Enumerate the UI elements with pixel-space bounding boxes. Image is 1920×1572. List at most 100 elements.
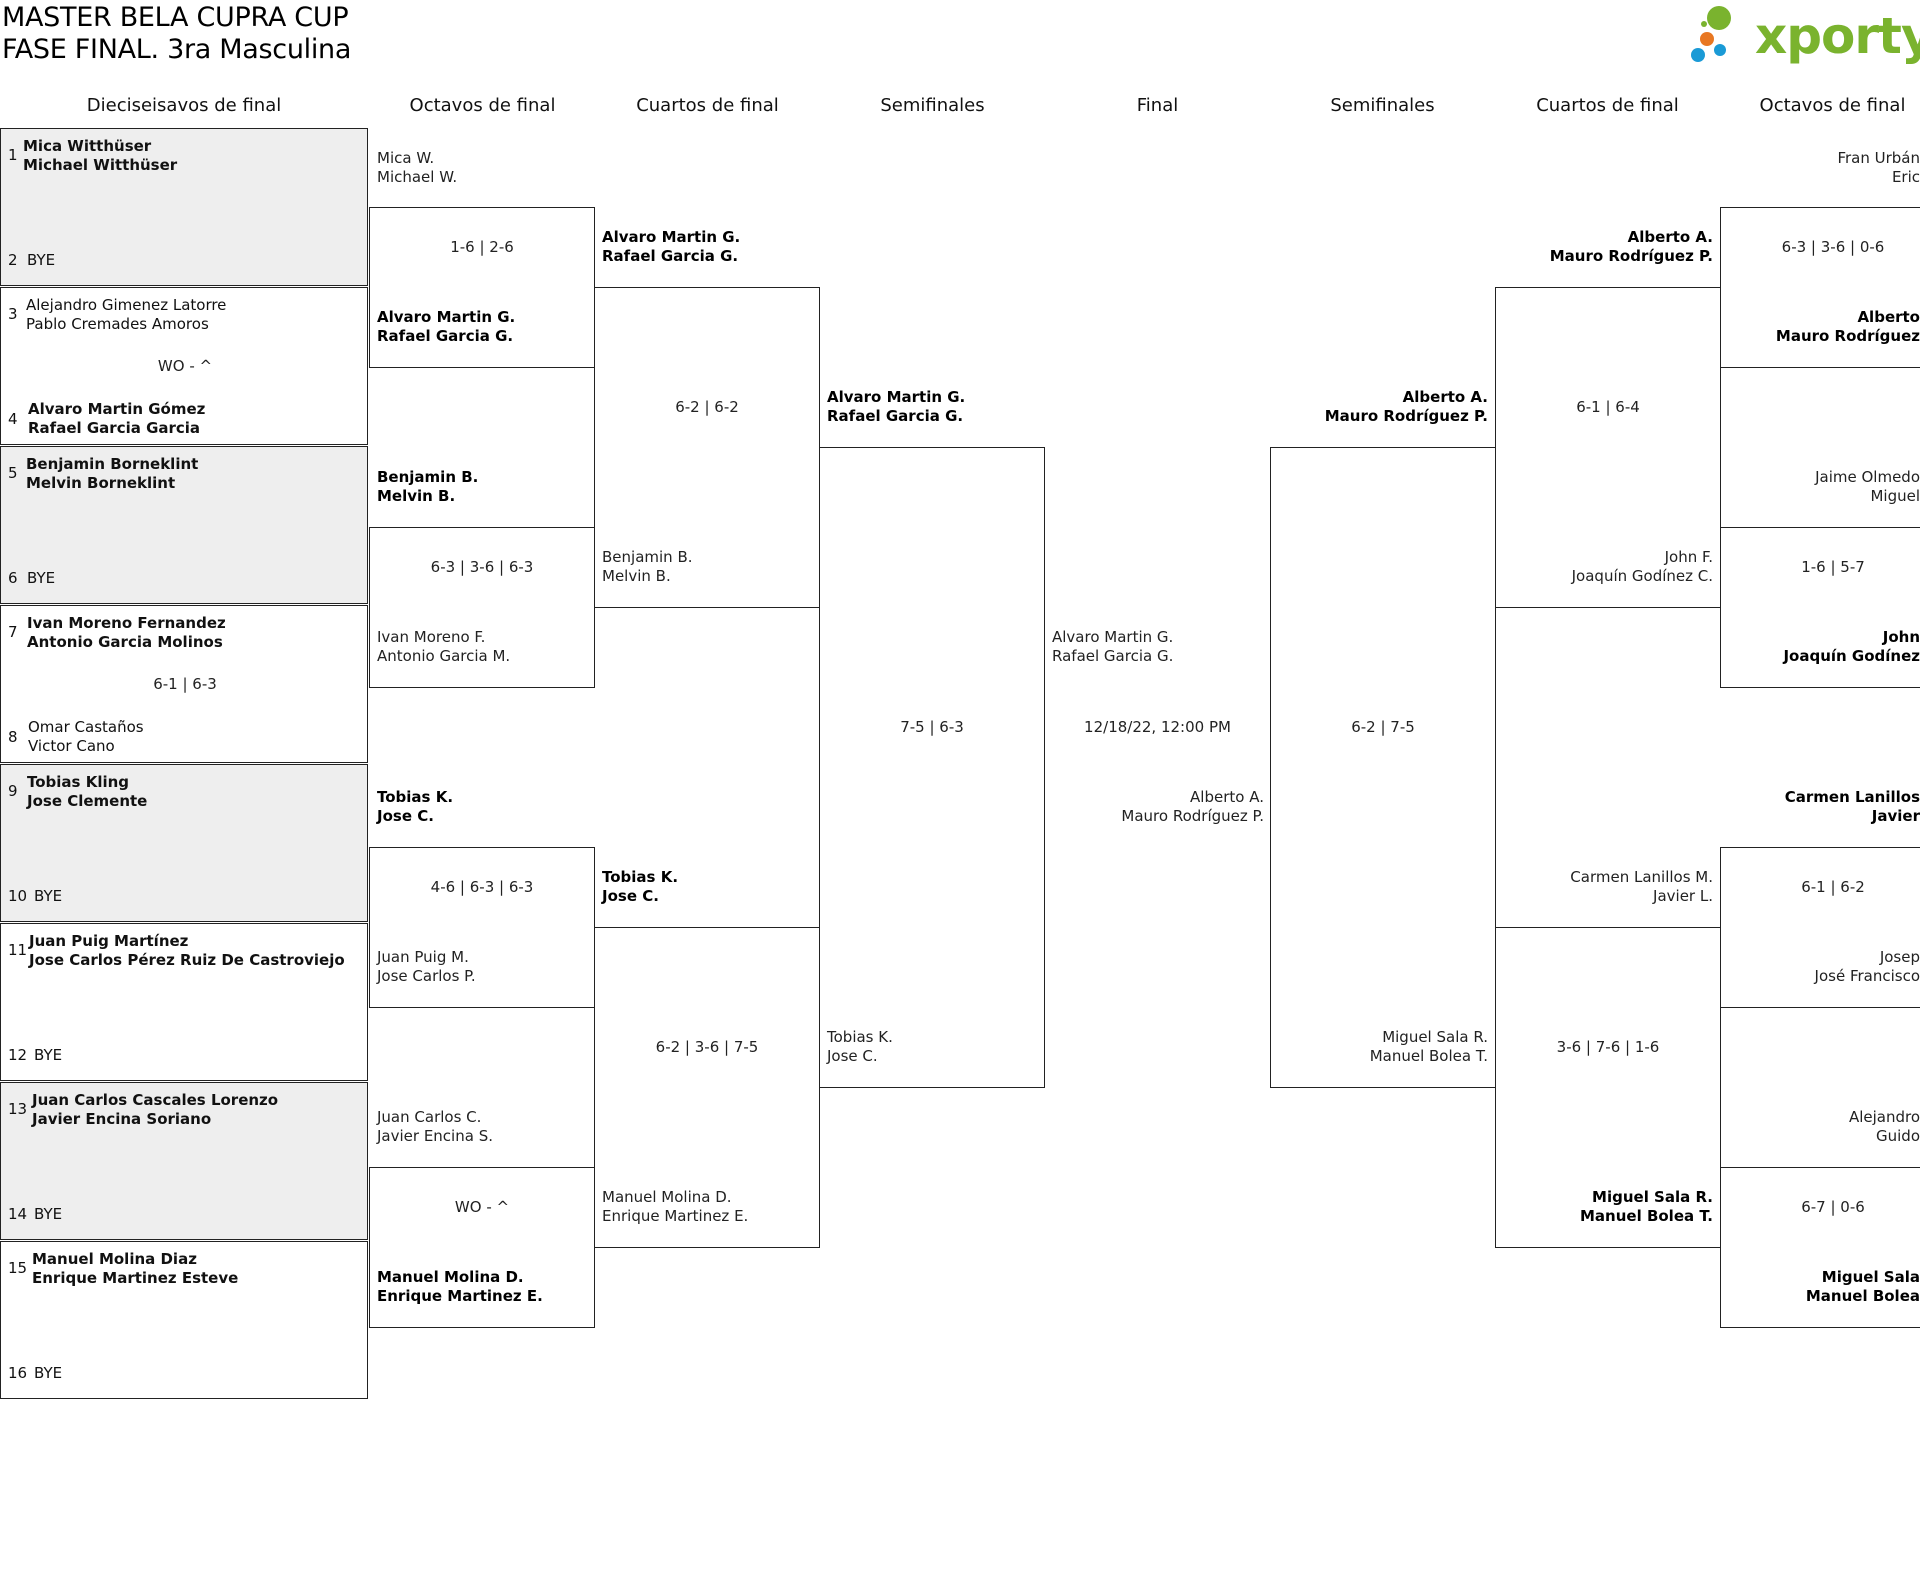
final-team-right: Alberto A. Mauro Rodríguez P. bbox=[1121, 788, 1264, 826]
seed-number: 9 bbox=[8, 782, 18, 800]
bye-label: BYE bbox=[27, 251, 56, 269]
team-player-2: Mauro Rodríguez P. bbox=[1121, 807, 1264, 825]
qf-left-team-c: Tobias K. Jose C. bbox=[602, 868, 678, 906]
team-player-1: Alberto A. bbox=[1402, 388, 1488, 406]
qf-left-team-d: Manuel Molina D. Enrique Martinez E. bbox=[602, 1188, 748, 1226]
final-datetime: 12/18/22, 12:00 PM bbox=[1084, 718, 1231, 736]
bye-label: BYE bbox=[27, 569, 56, 587]
team-player-1: Jaime Olmedo bbox=[1815, 468, 1920, 486]
logo-dot-small bbox=[1701, 21, 1707, 27]
team-player-2: Miguel bbox=[1870, 487, 1920, 505]
seed-number: 6 bbox=[8, 569, 18, 587]
team-player-2: Javier Encina S. bbox=[377, 1127, 493, 1145]
seed-number: 14 bbox=[8, 1205, 28, 1223]
team-player-2: Mauro Rodríguez P. bbox=[1324, 407, 1488, 425]
seed-number: 3 bbox=[8, 305, 18, 323]
seed-number: 4 bbox=[8, 410, 18, 428]
team-player-2: Melvin Borneklint bbox=[26, 474, 176, 492]
r1-match-8: 15 Manuel Molina Diaz Enrique Martinez E… bbox=[0, 1241, 368, 1399]
column-header-final: Final bbox=[1136, 95, 1179, 116]
r2-left-score-a: 1-6 | 2-6 bbox=[450, 238, 514, 256]
team-player-1: Tobias K. bbox=[827, 1028, 893, 1046]
team-player-2: Manuel Bolea T. bbox=[1580, 1207, 1713, 1225]
xporty-logo-mark bbox=[1691, 6, 1731, 62]
team-player-1: Tobias K. bbox=[602, 868, 679, 886]
r2-right-score-g: 6-7 | 0-6 bbox=[1801, 1198, 1865, 1216]
r2-right-score-c: 1-6 | 5-7 bbox=[1801, 558, 1865, 576]
team-player-1: Benjamin B. bbox=[377, 468, 479, 486]
team-player-2: Joaquín Godínez C. bbox=[1571, 567, 1713, 585]
xporty-logo: xporty bbox=[1690, 4, 1920, 70]
sf-left-team-a: Alvaro Martin G. Rafael Garcia G. bbox=[827, 388, 965, 426]
r2-right-team-a: Fran Urbán Eric bbox=[1837, 149, 1920, 187]
team-player-2: Eric bbox=[1891, 168, 1920, 186]
final-team-left: Alvaro Martin G. Rafael Garcia G. bbox=[1052, 628, 1173, 666]
team-player-2: Michael W. bbox=[377, 168, 458, 186]
qf-right-connector-1 bbox=[1495, 287, 1721, 608]
team-player-2: Manuel Bolea T. bbox=[1369, 1047, 1488, 1065]
team-player-1: Juan Puig Martínez bbox=[29, 932, 189, 950]
qf-right-score-a: 6-1 | 6-4 bbox=[1576, 398, 1640, 416]
sf-right-score: 6-2 | 7-5 bbox=[1351, 718, 1415, 736]
qf-left-team-b: Benjamin B. Melvin B. bbox=[602, 548, 693, 586]
bye-label: BYE bbox=[34, 1364, 63, 1382]
qf-left-score-c: 6-2 | 3-6 | 7-5 bbox=[655, 1038, 759, 1056]
team-player-2: Jose Carlos P. bbox=[377, 967, 476, 985]
r2-left-score-c: 6-3 | 3-6 | 6-3 bbox=[430, 558, 534, 576]
team-player-2: Jose Clemente bbox=[27, 792, 148, 810]
qf-right-team-a: Alberto A. Mauro Rodríguez P. bbox=[1550, 228, 1713, 266]
seed-number: 10 bbox=[8, 887, 28, 905]
r2-left-team-d: Ivan Moreno F. Antonio Garcia M. bbox=[377, 628, 510, 666]
team-player-2: Jose C. bbox=[602, 887, 659, 905]
team-player-2: Mauro Rodríguez P. bbox=[1549, 247, 1713, 265]
team-player-1: Benjamin Borneklint bbox=[26, 455, 199, 473]
team-player-2: Rafael Garcia G. bbox=[1052, 647, 1174, 665]
team-player-1: Miguel Sala R. bbox=[1382, 1028, 1488, 1046]
team-player-2: Antonio Garcia Molinos bbox=[27, 633, 223, 651]
team-player-1: Alejandro Gimenez Latorre bbox=[26, 296, 227, 314]
team-player-2: Javier bbox=[1871, 807, 1920, 825]
team-player-2: Javier Encina Soriano bbox=[32, 1110, 212, 1128]
bye-label: BYE bbox=[34, 1205, 63, 1223]
team-player-1: Manuel Molina D. bbox=[602, 1188, 732, 1206]
column-header-r2-right: Octavos de final bbox=[1759, 95, 1906, 116]
seed-number: 2 bbox=[8, 251, 18, 269]
seed-number: 16 bbox=[8, 1364, 28, 1382]
team-player-2: Rafael Garcia G. bbox=[602, 247, 739, 265]
r2-right-team-c: Jaime Olmedo Miguel bbox=[1815, 468, 1920, 506]
team-player-1: Carmen Lanillos bbox=[1784, 788, 1920, 806]
team-player-2: Enrique Martinez Esteve bbox=[32, 1269, 239, 1287]
team-player-2: Michael Witthüser bbox=[23, 156, 178, 174]
team-player-1: Alberto bbox=[1857, 308, 1920, 326]
bye-label: BYE bbox=[34, 1046, 63, 1064]
r2-left-team-e: Tobias K. Jose C. bbox=[377, 788, 453, 826]
r2-left-team-a: Mica W. Michael W. bbox=[377, 149, 457, 187]
seed-number: 13 bbox=[8, 1100, 28, 1118]
qf-left-score-a: 6-2 | 6-2 bbox=[675, 398, 739, 416]
r1-match-1: 1 Mica Witthüser Michael Witthüser 2 BYE bbox=[0, 128, 368, 286]
r2-right-connector-3 bbox=[1720, 847, 1920, 1008]
team-player-1: Miguel Sala R. bbox=[1592, 1188, 1713, 1206]
team-player-1: Alvaro Martin G. bbox=[1052, 628, 1174, 646]
team-player-1: Fran Urbán bbox=[1837, 149, 1920, 167]
r2-left-team-g: Juan Carlos C. Javier Encina S. bbox=[377, 1108, 493, 1146]
column-header-qf-right: Cuartos de final bbox=[1536, 95, 1679, 116]
r1-match-4: 7 Ivan Moreno Fernandez Antonio Garcia M… bbox=[0, 605, 368, 763]
column-header-r2-left: Octavos de final bbox=[409, 95, 556, 116]
qf-right-team-d: Miguel Sala R. Manuel Bolea T. bbox=[1580, 1188, 1713, 1226]
r2-left-score-g: WO - ^ bbox=[454, 1198, 510, 1216]
team-player-1: Mica Witthüser bbox=[23, 137, 152, 155]
team-player-2: Pablo Cremades Amoros bbox=[26, 315, 209, 333]
page-subtitle: FASE FINAL. 3ra Masculina bbox=[2, 34, 352, 65]
seed-number: 11 bbox=[8, 941, 28, 959]
bye-label: BYE bbox=[34, 887, 63, 905]
team-player-1: Juan Carlos C. bbox=[377, 1108, 482, 1126]
column-header-qf-left: Cuartos de final bbox=[636, 95, 779, 116]
r2-right-team-f: Josep José Francisco bbox=[1815, 948, 1920, 986]
team-player-1: Alejandro bbox=[1848, 1108, 1920, 1126]
r1-match-3: 5 Benjamin Borneklint Melvin Borneklint … bbox=[0, 446, 368, 604]
qf-right-score-c: 3-6 | 7-6 | 1-6 bbox=[1556, 1038, 1660, 1056]
team-player-2: Jose C. bbox=[377, 807, 434, 825]
team-player-2: Mauro Rodríguez bbox=[1775, 327, 1920, 345]
team-player-2: José Francisco bbox=[1814, 967, 1920, 985]
